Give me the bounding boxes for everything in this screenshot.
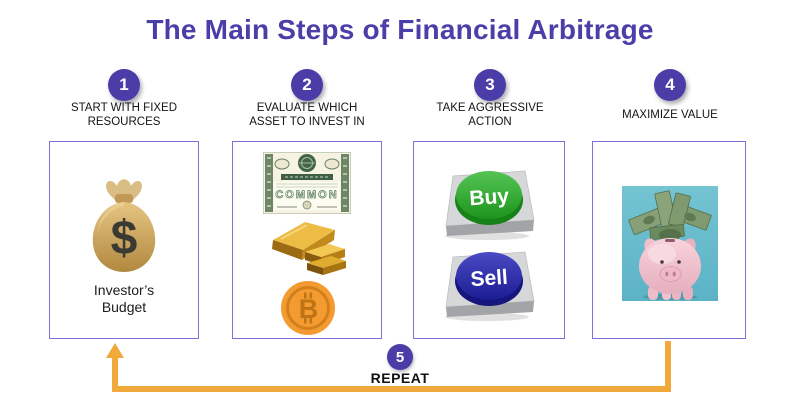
step-2-box: COMMON B: [232, 141, 382, 339]
piggy-bank-photo: [622, 186, 718, 301]
step-5-number: 5: [395, 348, 405, 366]
step-4-box: [592, 141, 746, 339]
step-3-number: 3: [485, 75, 495, 94]
step-1-box: $ Investor’s Budget: [49, 141, 199, 339]
step-4-number: 4: [665, 75, 675, 94]
stock-certificate-icon: COMMON: [263, 152, 351, 214]
repeat-label: REPEAT: [370, 370, 430, 386]
step-4-badge: 4: [654, 69, 686, 101]
repeat-arrow-bottom-segment: [112, 386, 671, 392]
step-3-box: Buy Sell: [413, 141, 565, 339]
bitcoin-icon: B: [281, 281, 335, 335]
step-4-label: MAXIMIZE VALUE: [622, 108, 718, 121]
step-2-badge: 2: [291, 69, 323, 101]
dollar-symbol: $: [111, 212, 138, 265]
sell-label: Sell: [470, 266, 509, 292]
buy-button-icon: Buy: [445, 170, 535, 240]
step-2-label: EVALUATE WHICH ASSET TO INVEST IN: [249, 101, 365, 129]
money-bag-icon: $: [92, 179, 156, 272]
repeat-arrowhead-icon: [106, 343, 124, 358]
repeat-arrow-right-segment: [665, 341, 671, 386]
step-2-number: 2: [302, 75, 312, 94]
step-3-label: TAKE AGGRESSIVE ACTION: [436, 101, 544, 129]
step-1-caption: Investor’s Budget: [93, 282, 155, 315]
step-5-badge: 5: [387, 344, 413, 370]
page-title: The Main Steps of Financial Arbitrage: [146, 14, 654, 45]
bitcoin-symbol: B: [299, 294, 319, 324]
certificate-text: COMMON: [275, 189, 338, 201]
sell-button-icon: Sell: [445, 251, 535, 321]
gold-bars-icon: [272, 222, 346, 275]
repeat-arrow-left-segment: [112, 356, 118, 388]
step-1-badge: 1: [108, 69, 140, 101]
buy-label: Buy: [469, 185, 511, 211]
step-3-badge: 3: [474, 69, 506, 101]
step-1-number: 1: [119, 75, 129, 94]
step-1-label: START WITH FIXED RESOURCES: [70, 101, 178, 129]
